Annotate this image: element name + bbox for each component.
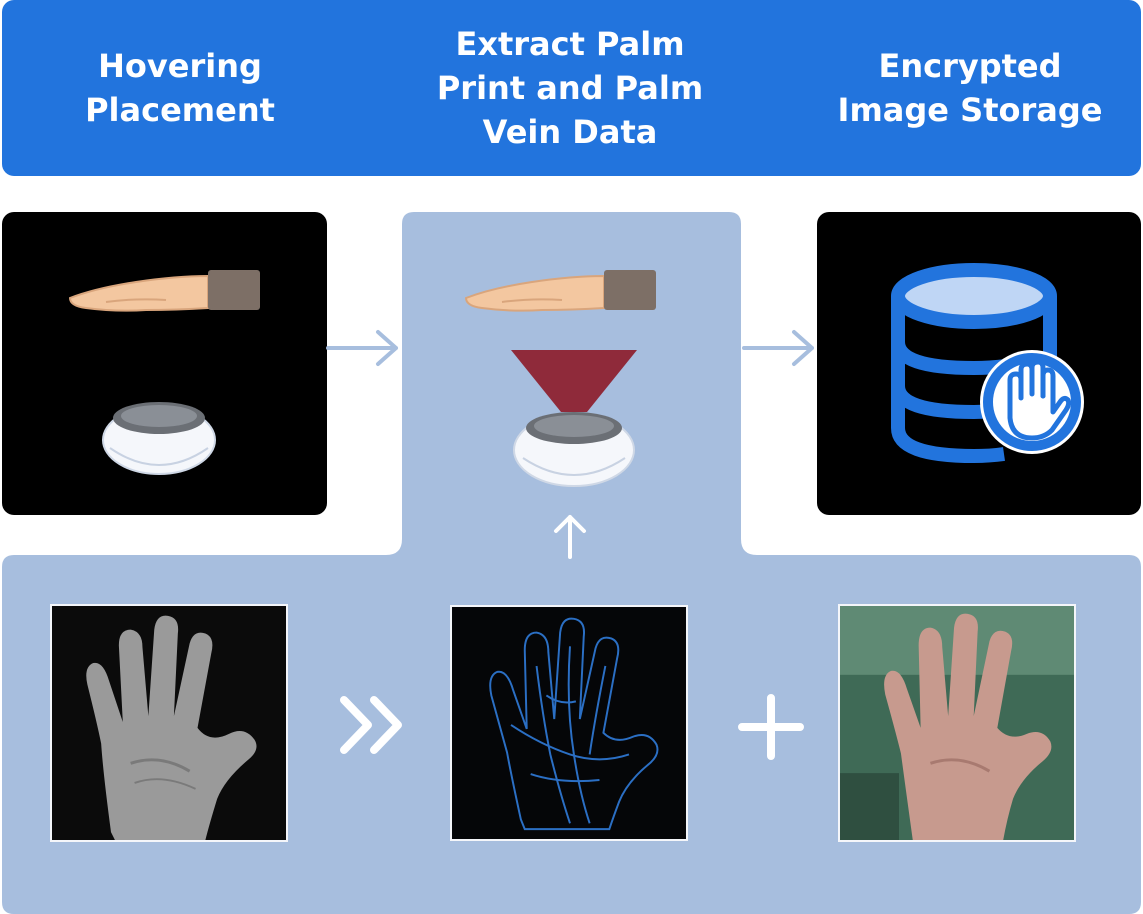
arrow-right-icon (326, 330, 398, 366)
plus-icon (738, 694, 804, 760)
palm-photo-image (838, 604, 1076, 842)
scan-beam-icon (511, 350, 637, 487)
palm-infrared-image (50, 604, 288, 842)
header-bar (2, 0, 1141, 176)
arrow-up-icon (554, 515, 586, 559)
double-chevron-right-icon (340, 696, 402, 754)
hand-side-icon (464, 270, 656, 312)
hand-side-icon (68, 270, 260, 312)
hand-icon (1007, 359, 1072, 441)
scanner-device-icon (102, 402, 216, 475)
arrow-right-icon (742, 330, 814, 366)
database-icon (891, 263, 1084, 464)
palm-vein-pattern-image (450, 605, 688, 841)
